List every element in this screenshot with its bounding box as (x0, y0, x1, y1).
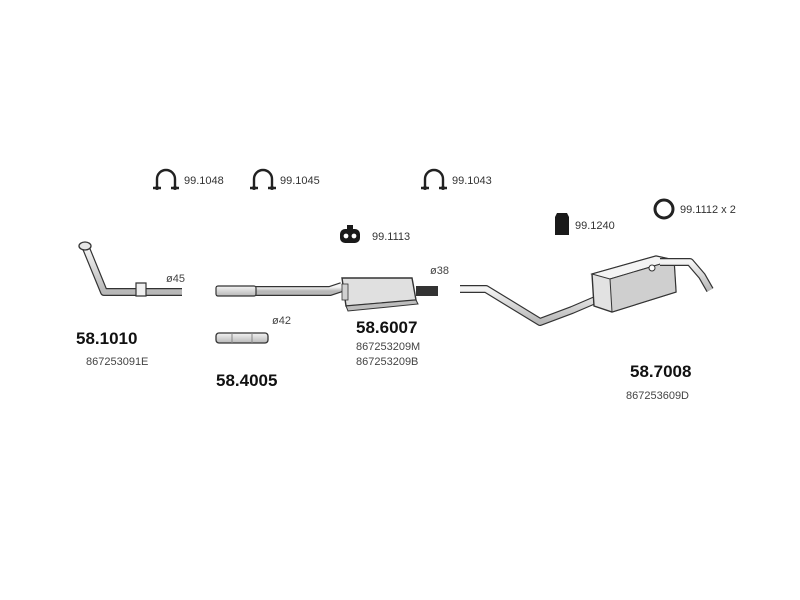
rear-silencer-oem: 867253609D (626, 390, 689, 402)
connector-diameter: ø42 (272, 315, 291, 327)
rear-silencer-part-number: 58.7008 (630, 362, 691, 381)
front-pipe-oem: 867253091E (86, 356, 148, 368)
middle-silencer-oem-1: 867253209M (356, 341, 420, 353)
connector-part-number: 58.4005 (216, 371, 277, 390)
front-pipe-part (78, 241, 182, 297)
clamp-3-label: 99.1043 (452, 175, 492, 187)
front-pipe-diameter: ø45 (166, 273, 185, 285)
clamp-1-label: 99.1048 (184, 175, 224, 187)
rubber-mount-icon (555, 213, 569, 235)
middle-silencer-oem-2: 867253209B (356, 356, 418, 368)
clamp-icon (421, 168, 447, 190)
clamp-icon (250, 168, 276, 190)
rubber-mount-label: 99.1240 (575, 220, 615, 232)
ring-gasket-icon (653, 198, 675, 220)
middle-silencer-part-number: 58.6007 (356, 318, 417, 337)
middle-silencer-part (215, 277, 438, 312)
middle-silencer-diameter: ø38 (430, 265, 449, 277)
rear-silencer-part (460, 255, 714, 326)
clamp-2-label: 99.1045 (280, 175, 320, 187)
hanger-label: 99.1113 (372, 231, 410, 243)
front-pipe-part-number: 58.1010 (76, 329, 137, 348)
clamp-icon (153, 168, 179, 190)
connector-part (215, 332, 269, 344)
hanger-icon (340, 225, 360, 243)
ring-gasket-label: 99.1112 x 2 (680, 204, 736, 216)
